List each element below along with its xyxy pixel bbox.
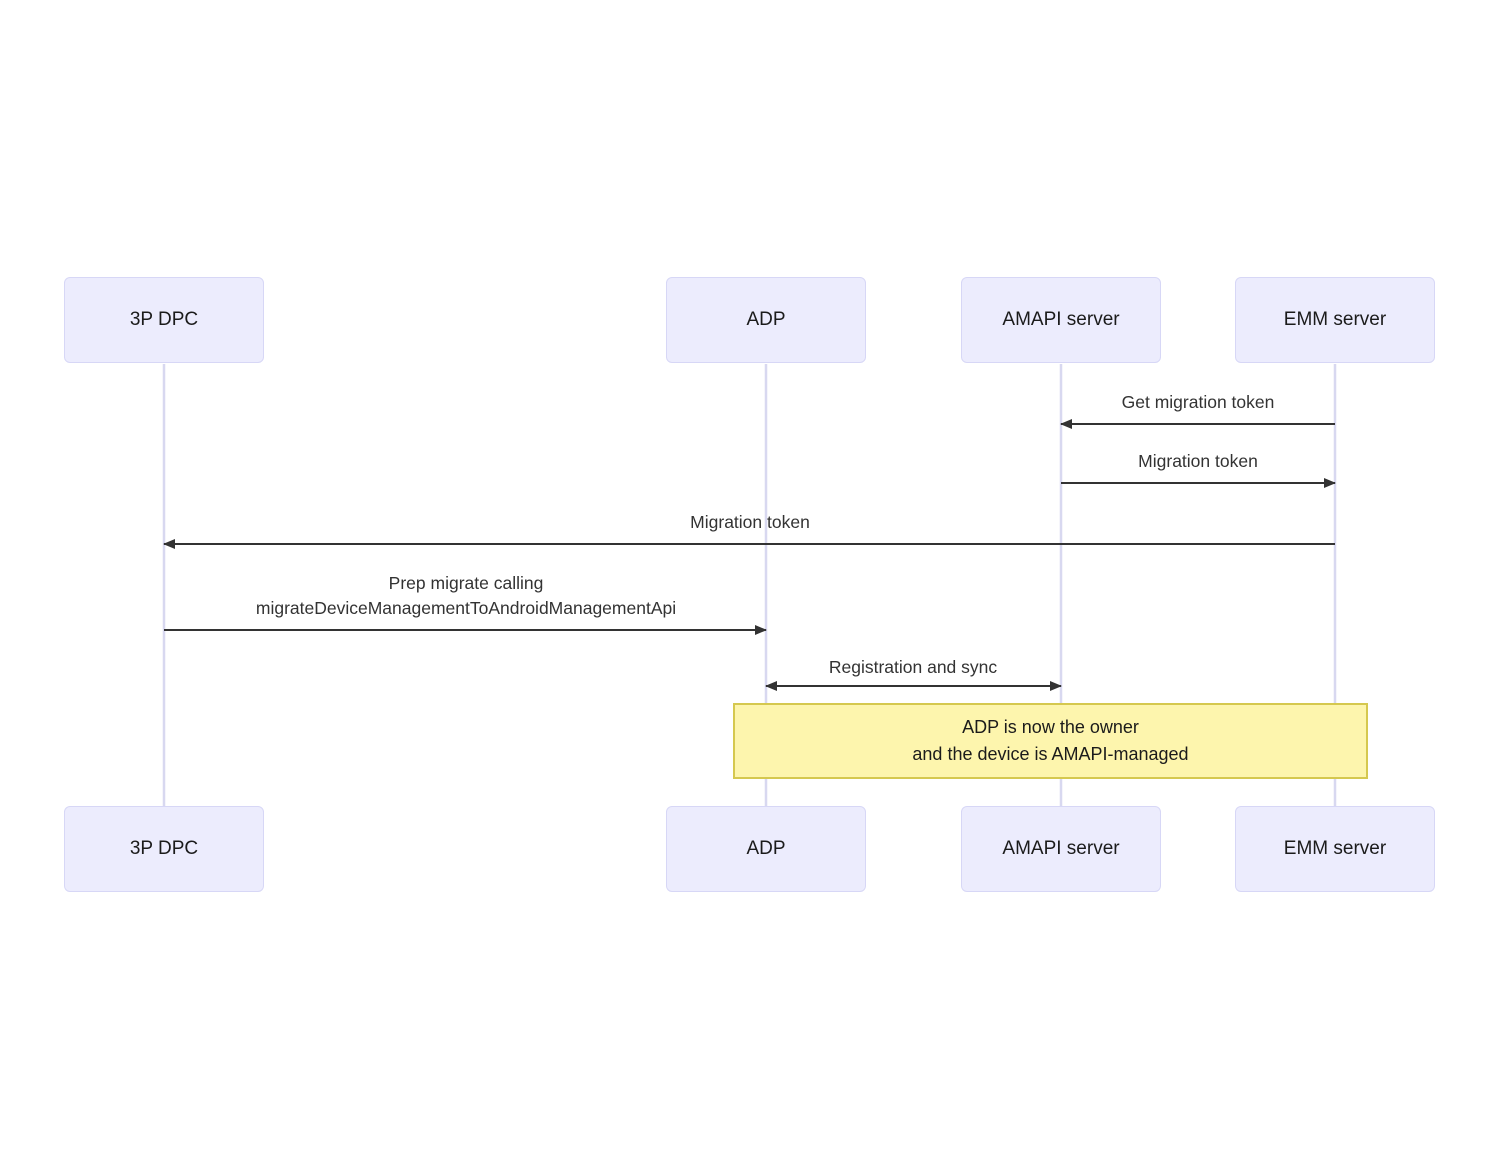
participant-label: ADP [746,309,786,330]
participant-emm-bottom[interactable]: EMM server [1235,806,1435,892]
message-label-migration-token-emm-dpc: Migration token [690,512,810,532]
note-owner-note: ADP is now the owner and the device is A… [733,703,1368,779]
participant-adp-bottom[interactable]: ADP [666,806,866,892]
message-arrows-group [163,419,1336,691]
participant-dpc-top[interactable]: 3P DPC [64,277,264,363]
participant-dpc-bottom[interactable]: 3P DPC [64,806,264,892]
participant-adp-top[interactable]: ADP [666,277,866,363]
message-label-prep-migrate: Prep migrate calling migrateDeviceManage… [255,573,677,618]
message-label-get-migration-token: Get migration token [1121,392,1275,412]
participant-label: AMAPI server [1002,309,1120,330]
participant-emm-top[interactable]: EMM server [1235,277,1435,363]
participant-label: EMM server [1283,309,1387,330]
message-label-registration-and-sync: Registration and sync [828,657,998,677]
message-label-migration-token-amapi-emm: Migration token [1138,451,1258,471]
participant-label: 3P DPC [129,309,199,330]
participant-label: AMAPI server [1002,838,1120,859]
participant-label: 3P DPC [129,838,199,859]
participant-amapi-bottom[interactable]: AMAPI server [961,806,1161,892]
participant-label: EMM server [1283,838,1387,859]
note-text: ADP is now the owner and the device is A… [912,717,1189,764]
participant-amapi-top[interactable]: AMAPI server [961,277,1161,363]
participant-label: ADP [746,838,786,859]
